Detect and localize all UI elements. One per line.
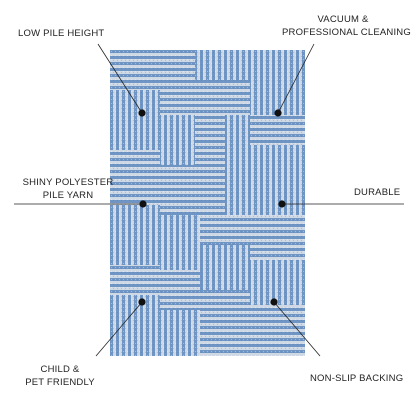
label-vacuum-line1: VACUUM & [317, 14, 369, 25]
label-low-pile-height: LOW PILE HEIGHT [18, 28, 105, 39]
label-shiny-polyester: SHINY POLYESTER PILE YARN [18, 177, 118, 203]
label-vacuum-cleaning: VACUUM & PROFESSIONAL CLEANING [282, 14, 411, 40]
label-non-slip-backing: NON-SLIP BACKING [310, 373, 404, 384]
label-durable: DURABLE [354, 187, 401, 198]
label-vacuum-line2: PROFESSIONAL CLEANING [282, 26, 411, 38]
label-child-line2: PET FRIENDLY [25, 376, 95, 388]
rug-image [110, 50, 305, 356]
label-child-line1: CHILD & [40, 364, 80, 375]
label-child-pet-friendly: CHILD & PET FRIENDLY [20, 364, 100, 390]
label-shiny-line1: SHINY POLYESTER [22, 177, 114, 188]
label-shiny-line2: PILE YARN [42, 189, 94, 201]
